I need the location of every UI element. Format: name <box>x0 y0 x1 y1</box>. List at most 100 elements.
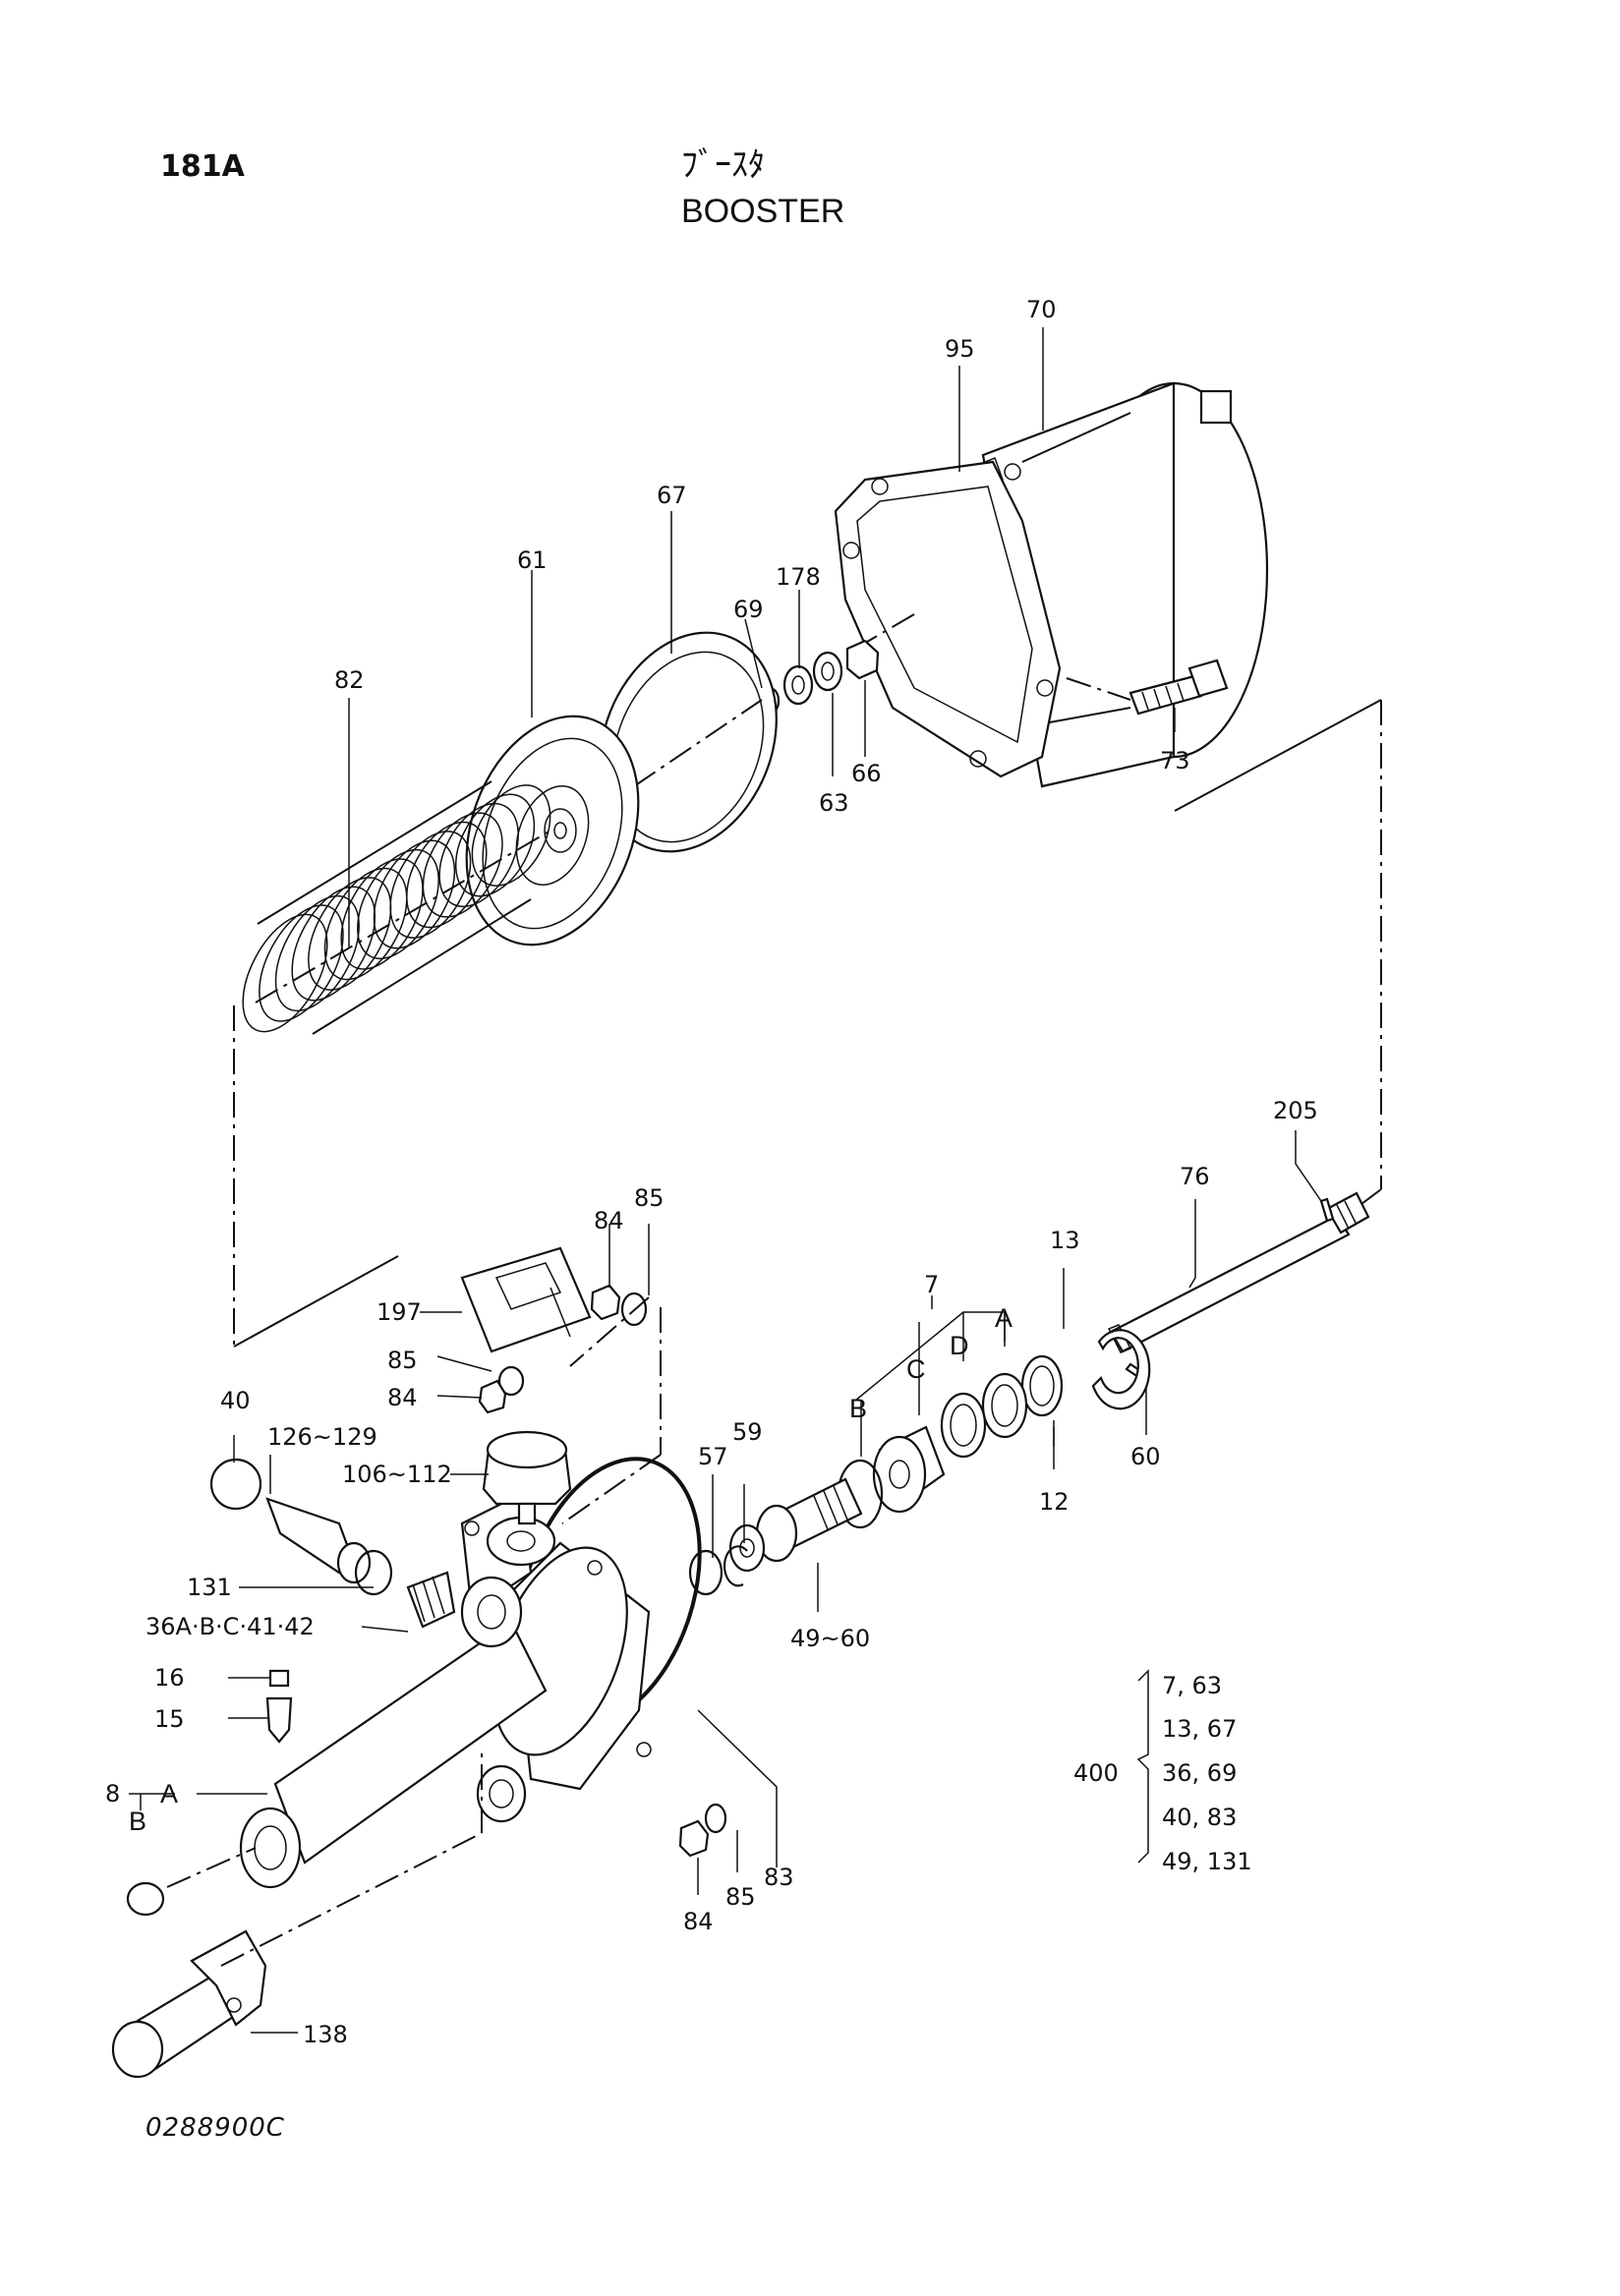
part-cap-16 <box>268 1669 290 1688</box>
part-diaphragm <box>599 631 778 853</box>
callout-131: 131 <box>187 1574 232 1601</box>
spring-coil <box>357 848 439 960</box>
part-plunger <box>265 1497 372 1584</box>
spring-coil <box>259 904 344 1022</box>
part-pin-205 <box>1319 1197 1335 1223</box>
spring-coil <box>455 793 536 897</box>
callout-a-seal: A <box>995 1303 1012 1333</box>
spring-coil <box>389 831 472 939</box>
callout-63: 63 <box>819 789 849 817</box>
part-lever <box>111 1929 267 2079</box>
spring-coil <box>242 913 328 1033</box>
callout-82: 82 <box>334 666 365 694</box>
callout-205: 205 <box>1273 1097 1318 1124</box>
callout-b-plug: B <box>129 1807 146 1836</box>
part-nuts-washers <box>478 1284 727 1858</box>
callout-c-cup: C <box>906 1354 926 1384</box>
spring-coil <box>291 886 376 1002</box>
spring-coil <box>323 867 408 981</box>
callout-13: 13 <box>1050 1227 1080 1254</box>
callout-126-129: 126~129 <box>267 1423 377 1451</box>
kit-item-5: 49, 131 <box>1162 1848 1252 1875</box>
callout-60: 60 <box>1130 1443 1161 1470</box>
callout-138: 138 <box>303 2021 348 2048</box>
part-filter-cap <box>482 1430 572 1525</box>
callout-59: 59 <box>732 1418 763 1446</box>
callout-8: 8 <box>105 1780 120 1808</box>
spring-coil <box>422 812 503 918</box>
kit-item-1: 7, 63 <box>1162 1672 1222 1699</box>
spring-coil <box>308 877 392 991</box>
spring-coil <box>340 858 424 970</box>
part-fitting <box>406 1571 456 1629</box>
part-seal-set <box>940 1354 1064 1459</box>
callout-49-60: 49~60 <box>790 1625 870 1652</box>
part-flange <box>834 460 1062 778</box>
callout-36a: 36A·B·C·41·42 <box>145 1613 315 1640</box>
callout-84-top: 84 <box>594 1207 624 1234</box>
part-valve-assy <box>728 1477 863 1573</box>
part-valve-body <box>239 1492 652 1889</box>
callout-labels: 70 95 67 61 178 69 82 63 66 73 205 76 85… <box>105 296 1318 2048</box>
callout-15: 15 <box>154 1705 185 1733</box>
callout-12: 12 <box>1039 1488 1070 1516</box>
spring-coil <box>438 802 519 908</box>
page-code: 181A <box>160 149 245 184</box>
drawing-number: 0288900C <box>145 2113 285 2143</box>
spring-coil <box>471 784 551 887</box>
callout-67: 67 <box>657 482 687 509</box>
part-bleeder-15 <box>265 1696 293 1744</box>
part-clip-59 <box>723 1545 748 1587</box>
part-spring <box>242 780 551 1035</box>
spring-coil <box>373 839 456 949</box>
callout-84-mid: 84 <box>387 1384 418 1411</box>
assembly-centerlines <box>233 699 1382 1524</box>
part-bolt <box>1066 659 1229 716</box>
part-snap-ring <box>1091 1329 1151 1410</box>
kit-item-4: 40, 83 <box>1162 1804 1237 1831</box>
part-o-ring-131 <box>354 1549 393 1596</box>
part-cover <box>460 1246 592 1353</box>
spring-coil <box>406 821 488 929</box>
spring-outline-bottom <box>312 898 532 1035</box>
callout-85-mid: 85 <box>387 1347 418 1374</box>
callout-197: 197 <box>376 1298 422 1326</box>
part-ring-40 <box>209 1458 262 1511</box>
spring-outline-top <box>257 780 492 925</box>
leader-lines <box>129 327 1322 2034</box>
part-nut <box>845 639 880 680</box>
callout-76: 76 <box>1180 1163 1210 1190</box>
callout-66: 66 <box>851 760 882 787</box>
kit-item-3: 36, 69 <box>1162 1759 1237 1787</box>
callout-16: 16 <box>154 1664 185 1692</box>
callout-73: 73 <box>1160 747 1190 775</box>
callout-178: 178 <box>776 563 821 591</box>
callout-57: 57 <box>698 1443 728 1470</box>
part-plug-b <box>126 1881 165 1917</box>
part-piston-cup <box>872 1425 946 1514</box>
callout-85-bottom: 85 <box>725 1883 756 1911</box>
kit-item-2: 13, 67 <box>1162 1715 1237 1743</box>
callout-a-body: A <box>160 1779 178 1808</box>
part-push-rod <box>1107 1191 1370 1353</box>
callout-95: 95 <box>945 335 975 363</box>
callout-d-seal: D <box>950 1331 969 1360</box>
kit-list: 400 7, 63 13, 67 36, 69 40, 83 49, 131 <box>1073 1672 1252 1875</box>
callout-61: 61 <box>517 546 548 574</box>
part-piston <box>465 715 640 947</box>
title-japanese: ﾌﾞｰｽﾀ <box>681 145 765 185</box>
callout-84-bottom: 84 <box>683 1908 714 1935</box>
callout-106-112: 106~112 <box>342 1461 452 1488</box>
spring-coil <box>274 894 360 1012</box>
callout-69: 69 <box>733 596 764 623</box>
callout-40: 40 <box>220 1387 251 1414</box>
callout-83: 83 <box>764 1864 794 1891</box>
line-plug <box>166 1847 257 1888</box>
callout-70: 70 <box>1026 296 1057 323</box>
callout-b-oring: B <box>849 1394 867 1423</box>
callout-85-top: 85 <box>634 1184 665 1212</box>
kit-number: 400 <box>1073 1759 1119 1787</box>
callout-7: 7 <box>924 1271 939 1298</box>
